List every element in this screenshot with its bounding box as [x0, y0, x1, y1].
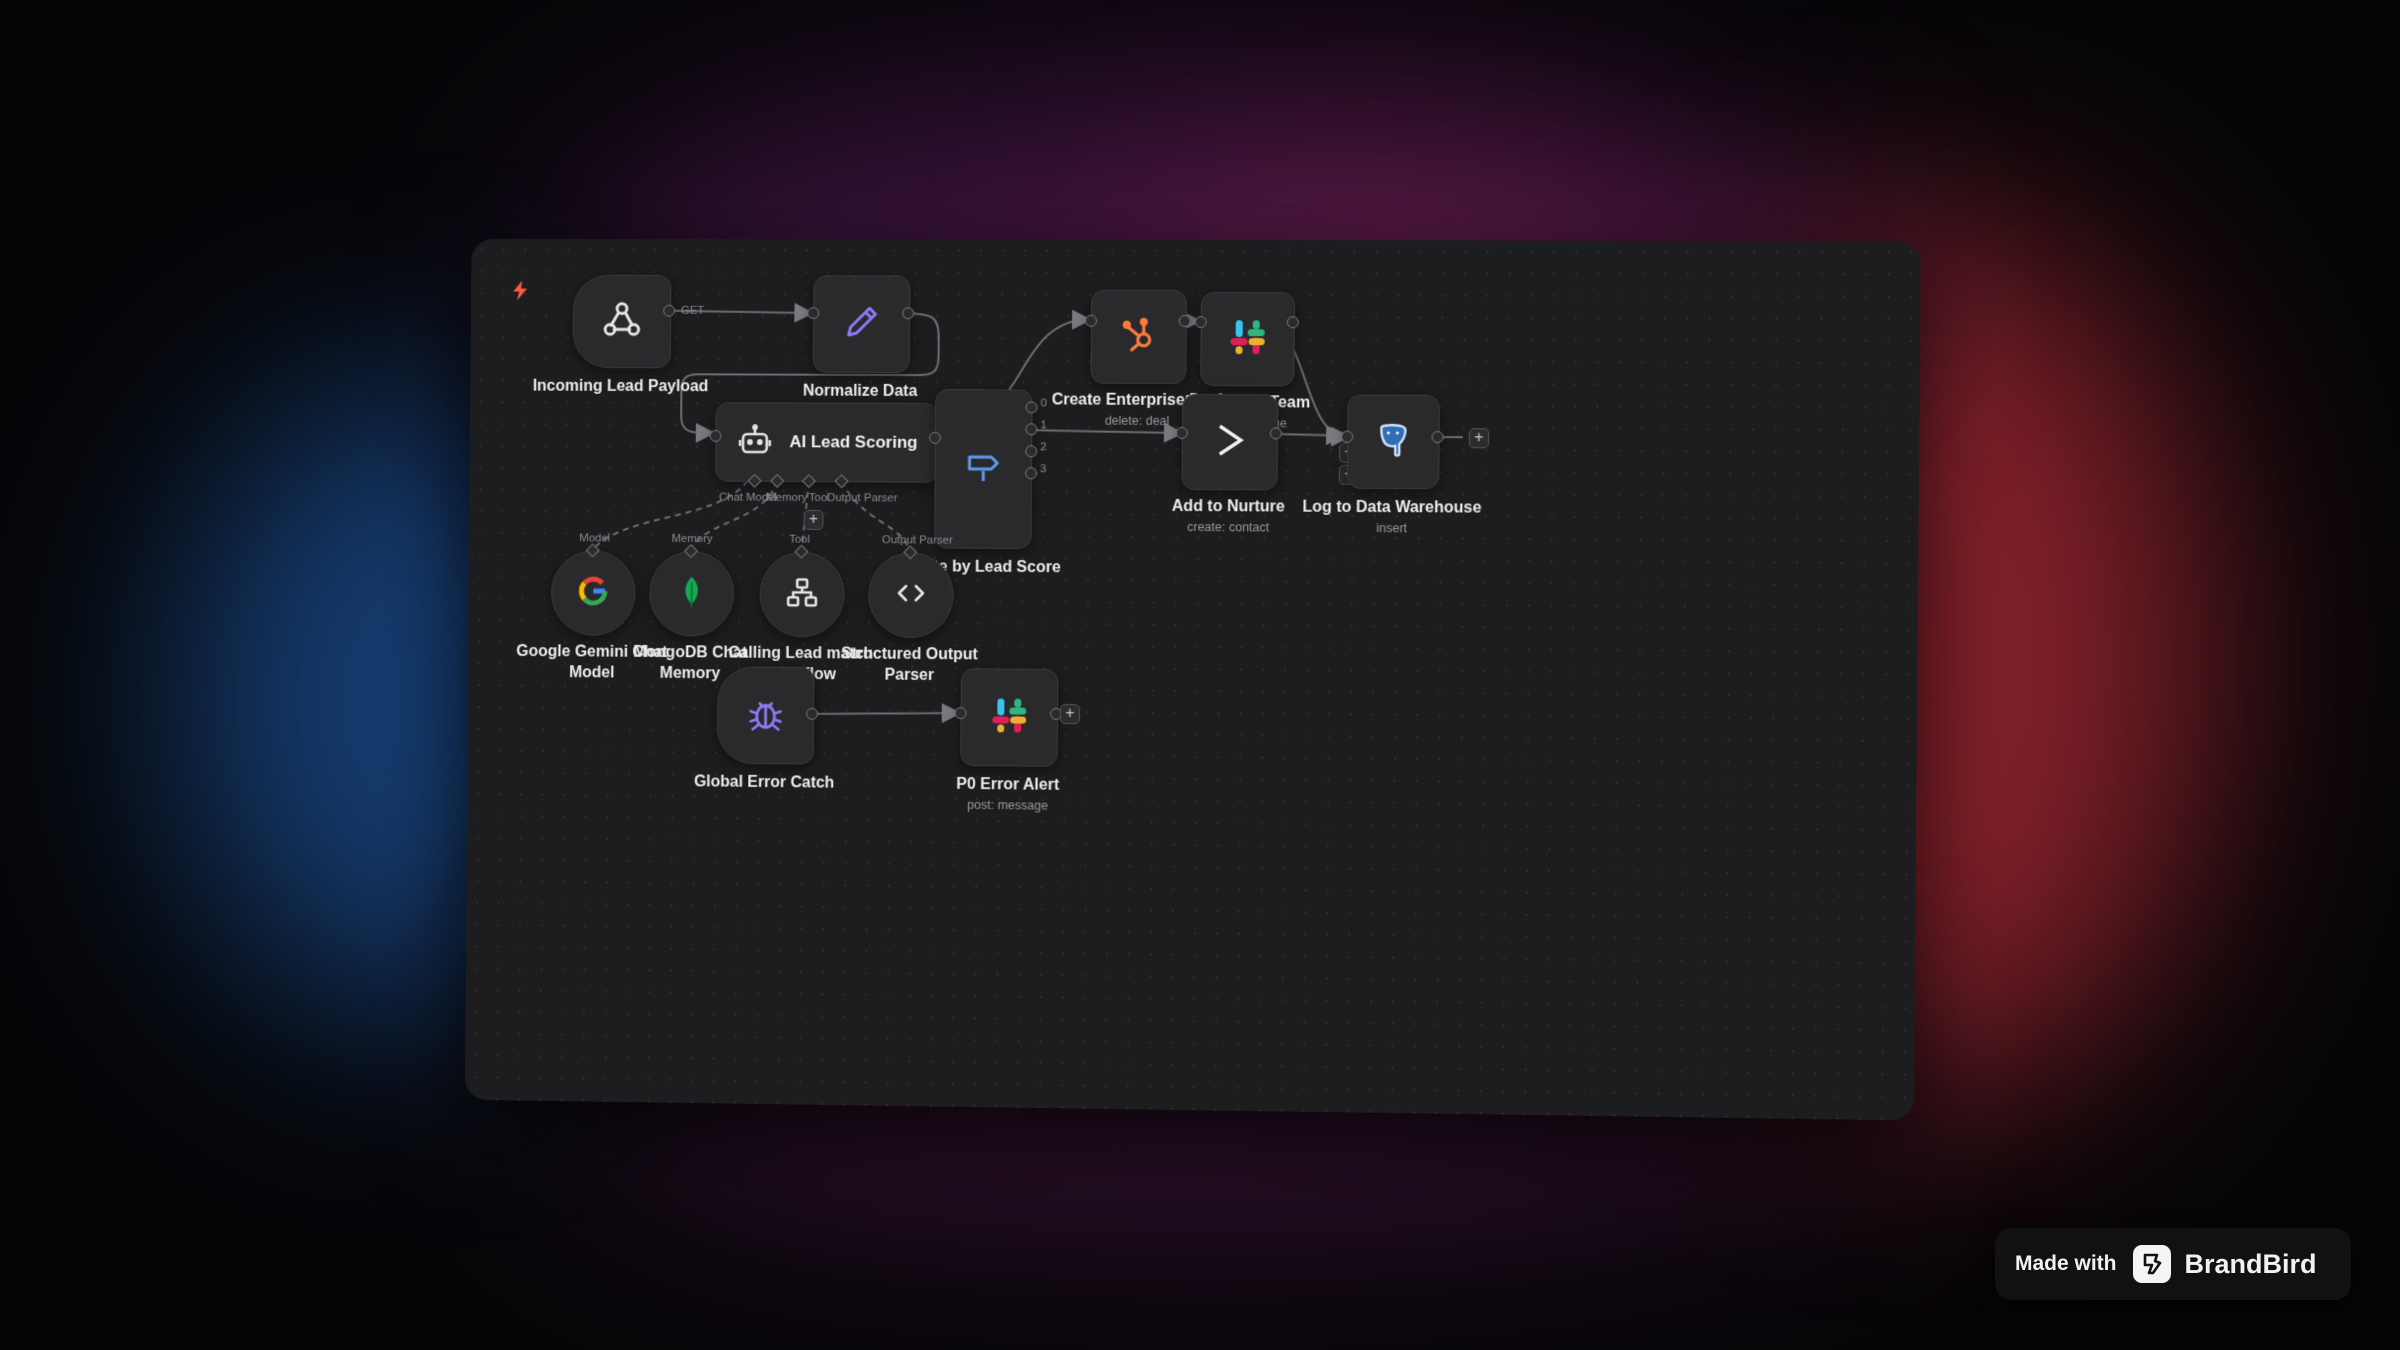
- robot-icon: [738, 423, 772, 462]
- node-p0-error-alert[interactable]: [960, 668, 1059, 767]
- made-with-brandbird-badge[interactable]: Made with BrandBird: [1995, 1228, 2351, 1300]
- route-output-label: 3: [1039, 463, 1047, 476]
- slack-icon: [1227, 317, 1267, 362]
- port-slack1-in[interactable]: [1194, 316, 1207, 329]
- slack-icon: [989, 695, 1029, 740]
- node-normalize-data[interactable]: [812, 275, 911, 374]
- workflow-canvas[interactable]: GET Incoming Lead Payload Normalize Data…: [465, 239, 1921, 1120]
- node-label: Log to Data Warehouse: [1302, 498, 1482, 517]
- node-log-to-data-warehouse[interactable]: [1346, 394, 1440, 490]
- add-tool-button[interactable]: +: [803, 509, 824, 530]
- port-label: Output Parser: [826, 492, 898, 505]
- port-route-in[interactable]: [928, 431, 941, 444]
- hubspot-icon: [1119, 314, 1159, 359]
- node-create-enterprise-deal[interactable]: [1090, 289, 1188, 384]
- port-route-out-0[interactable]: [1025, 401, 1038, 414]
- postgres-icon: [1373, 419, 1414, 464]
- port-nurture-out[interactable]: [1269, 427, 1283, 440]
- node-label: Global Error Catch: [693, 773, 835, 792]
- port-normalize-in[interactable]: [807, 307, 820, 320]
- port-ai-in[interactable]: [709, 429, 722, 442]
- port-label: Memory: [766, 491, 808, 504]
- pencil-icon: [841, 301, 883, 348]
- port-postgres-out[interactable]: [1431, 431, 1444, 444]
- node-structured-output-parser[interactable]: [868, 552, 954, 639]
- port-erroralert-in[interactable]: [954, 707, 967, 720]
- mongodb-leaf-icon: [677, 574, 707, 613]
- node-mongodb-chat-memory[interactable]: [648, 550, 735, 637]
- node-add-to-nurture[interactable]: [1181, 393, 1279, 491]
- port-slack1-out[interactable]: [1286, 316, 1299, 329]
- port-route-out-3[interactable]: [1025, 467, 1038, 480]
- add-after-error-alert-button[interactable]: +: [1059, 703, 1081, 725]
- node-incoming-lead-payload[interactable]: [572, 274, 672, 369]
- made-with-text: Made with: [2015, 1252, 2117, 1275]
- port-normalize-out[interactable]: [902, 307, 915, 320]
- brandbird-logo-icon: [2132, 1245, 2171, 1283]
- port-nurture-in[interactable]: [1175, 426, 1188, 440]
- google-icon: [576, 574, 610, 613]
- bug-icon: [746, 693, 786, 738]
- node-sublabel: insert: [1376, 521, 1408, 536]
- add-after-postgres-button[interactable]: +: [1468, 428, 1490, 449]
- webhook-icon: [600, 297, 644, 346]
- node-label: Incoming Lead Payload: [532, 377, 709, 396]
- node-label: P0 Error Alert: [956, 775, 1060, 794]
- node-global-error-catch[interactable]: [716, 666, 815, 765]
- route-output-label: 2: [1040, 441, 1047, 454]
- port-label: Tool: [789, 533, 811, 546]
- port-route-out-2[interactable]: [1025, 445, 1038, 458]
- port-hubspot-in[interactable]: [1084, 314, 1098, 327]
- signpost-icon: [963, 446, 1003, 491]
- trigger-bolt-icon: [513, 280, 528, 301]
- node-alert-sales-team[interactable]: [1200, 292, 1296, 387]
- edge-errorcatch-alert: [812, 712, 958, 715]
- port-postgres-in[interactable]: [1341, 430, 1354, 443]
- activecampaign-icon: [1210, 420, 1250, 465]
- node-route-by-lead-score[interactable]: [934, 389, 1033, 550]
- port-label: Output Parser: [881, 534, 953, 547]
- sitemap-icon: [785, 575, 819, 614]
- edge-label-get: GET: [680, 304, 705, 317]
- node-google-gemini-chat-model[interactable]: [550, 550, 636, 636]
- brandbird-name: BrandBird: [2184, 1248, 2317, 1279]
- port-label: Memory: [671, 533, 713, 546]
- node-title: AI Lead Scoring: [789, 432, 918, 452]
- node-label: Normalize Data: [802, 382, 918, 400]
- port-errorcatch-out[interactable]: [806, 707, 819, 720]
- port-route-out-1[interactable]: [1025, 423, 1038, 436]
- port-hubspot-out[interactable]: [1178, 314, 1191, 328]
- node-ai-lead-scoring[interactable]: AI Lead Scoring: [715, 402, 940, 483]
- code-brackets-icon: [894, 576, 928, 615]
- node-sublabel: post: message: [967, 797, 1049, 813]
- port-label: Model: [579, 532, 611, 545]
- node-calling-lead-match-workflow[interactable]: [759, 551, 845, 638]
- port-webhook-out[interactable]: [663, 304, 676, 317]
